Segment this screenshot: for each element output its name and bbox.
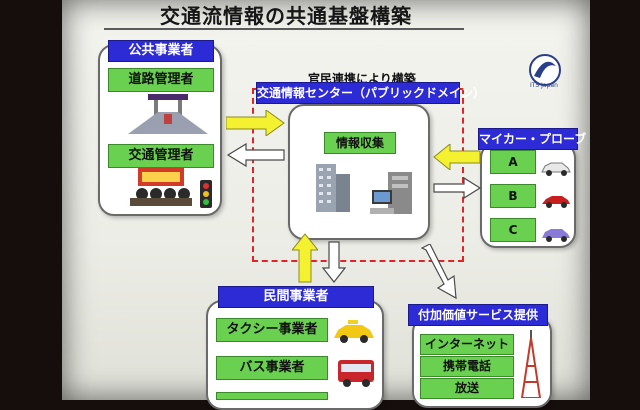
toll-gate-icon (128, 92, 208, 134)
arrow-center-to-value-added (418, 244, 462, 300)
probe-header: マイカー・プローブ (478, 128, 586, 150)
building-icon (312, 160, 354, 214)
title-underline (104, 28, 464, 30)
white-car-icon (540, 160, 572, 176)
traffic-info-center-panel (288, 104, 430, 240)
info-collection-label: 情報収集 (324, 132, 396, 154)
logo-text: ITS Japan (530, 82, 558, 89)
taxi-operator-label: タクシー事業者 (216, 318, 328, 342)
probe-car-c-label: C (490, 218, 536, 242)
red-car-icon (540, 192, 572, 208)
bus-operator-label: バス事業者 (216, 356, 328, 380)
private-sector-header: 民間事業者 (218, 286, 374, 308)
traffic-administrator-label: 交通管理者 (108, 144, 214, 168)
slide-title: 交通流情報の共通基盤構築 (160, 4, 412, 28)
arrow-road-to-center (226, 110, 286, 136)
broadcast-label: 放送 (420, 378, 514, 399)
arrow-center-to-probe (432, 176, 482, 200)
traffic-signal-icon (198, 180, 214, 210)
probe-car-a-label: A (490, 150, 536, 174)
purple-car-icon (540, 226, 572, 242)
traffic-info-center-header: 交通情報センター（パブリックドメイン） (256, 82, 485, 104)
broadcast-tower-icon (518, 330, 544, 398)
taxi-icon (332, 318, 376, 344)
bus-icon (336, 356, 376, 388)
arrow-private-to-center (292, 232, 318, 284)
probe-car-b-label: B (490, 184, 536, 208)
road-administrator-label: 道路管理者 (108, 68, 214, 92)
value-added-header: 付加価値サービス提供 (408, 304, 548, 326)
mobile-phone-label: 携帯電話 (420, 356, 514, 377)
arrow-center-to-private (322, 240, 346, 284)
public-sector-header: 公共事業者 (108, 40, 214, 62)
arrow-center-to-traffic (226, 142, 286, 168)
private-sector-item-partial (216, 392, 328, 400)
internet-label: インターネット (420, 334, 514, 355)
arrow-probe-to-center (432, 144, 482, 170)
its-japan-logo (520, 52, 570, 92)
computer-server-icon (370, 170, 414, 216)
control-room-icon (130, 166, 192, 206)
